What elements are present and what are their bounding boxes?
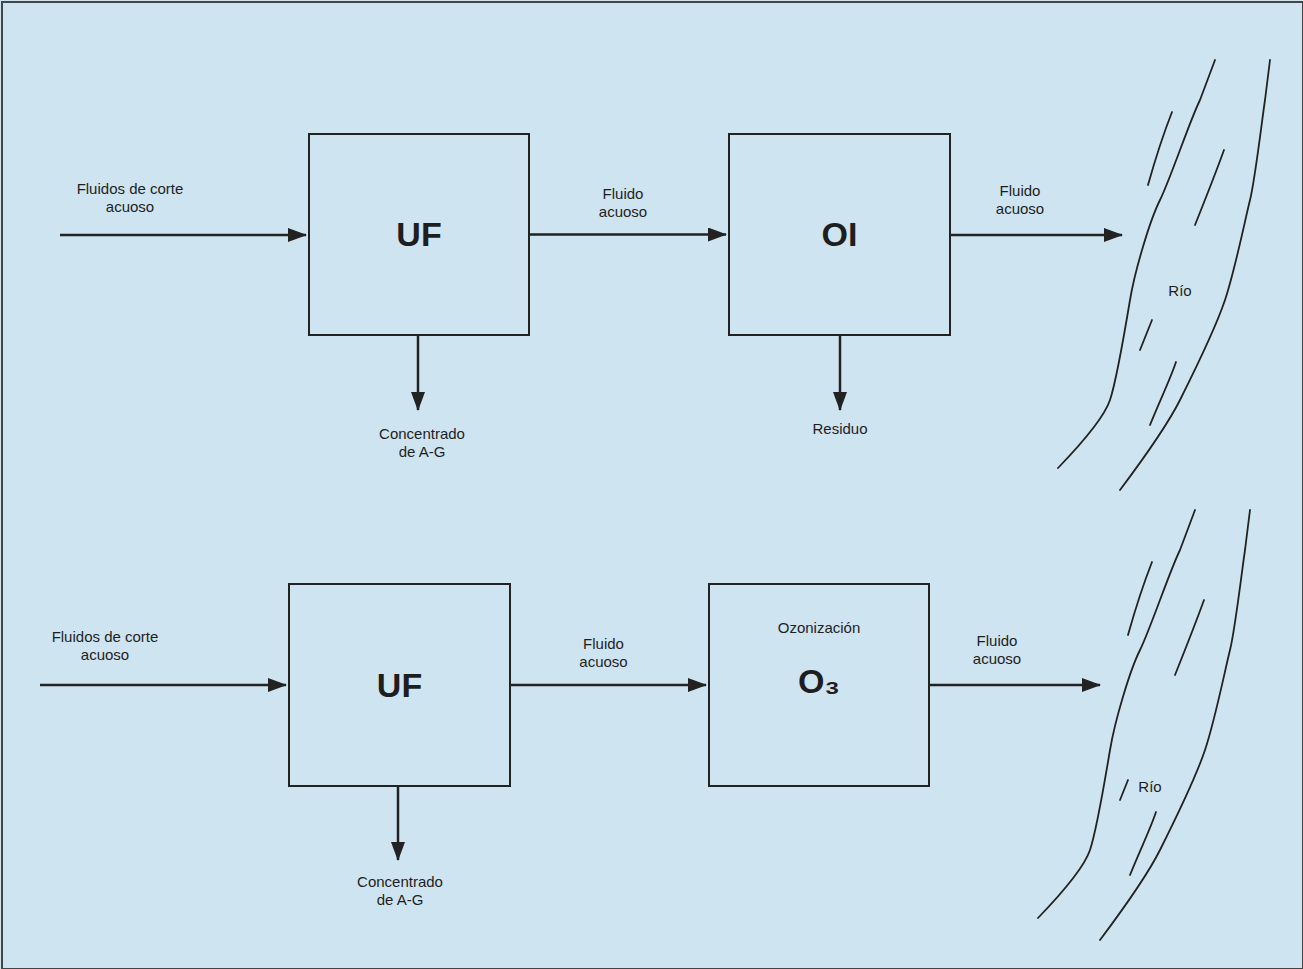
flow-label: Fluido acuoso <box>960 632 1035 668</box>
process-box: OI <box>728 133 951 336</box>
flow-arrows <box>40 235 1122 860</box>
label-patch: Río <box>1136 778 1163 795</box>
flow-label: Concentrado de A-G <box>372 425 472 461</box>
label-patch: Río <box>1166 282 1193 299</box>
box-label: UF <box>377 665 422 706</box>
flow-label: Fluidos de corte acuoso <box>73 180 188 216</box>
process-box: UF <box>288 583 511 787</box>
flow-label: Fluido acuoso <box>983 182 1058 218</box>
process-box: UF <box>308 133 530 336</box>
edge-label: Fluido acuoso <box>566 635 641 671</box>
box-label: OI <box>822 214 858 255</box>
river-label: Río <box>1160 282 1200 300</box>
flow-label: Concentrado de A-G <box>350 873 450 909</box>
flow-arrow <box>530 233 726 236</box>
process-box: OzonizaciónO₃ <box>708 583 930 787</box>
river-drawing <box>1038 60 1270 940</box>
river-label: Río <box>1130 778 1170 796</box>
box-heading: Ozonización <box>778 619 861 637</box>
box-label: O₃ <box>798 661 840 702</box>
box-label: UF <box>396 214 441 255</box>
flow-label: Fluidos de corte acuoso <box>48 628 163 664</box>
edge-label: Fluido acuoso <box>586 185 661 221</box>
flow-arrow <box>511 684 706 687</box>
flow-label: Residuo <box>790 420 890 438</box>
